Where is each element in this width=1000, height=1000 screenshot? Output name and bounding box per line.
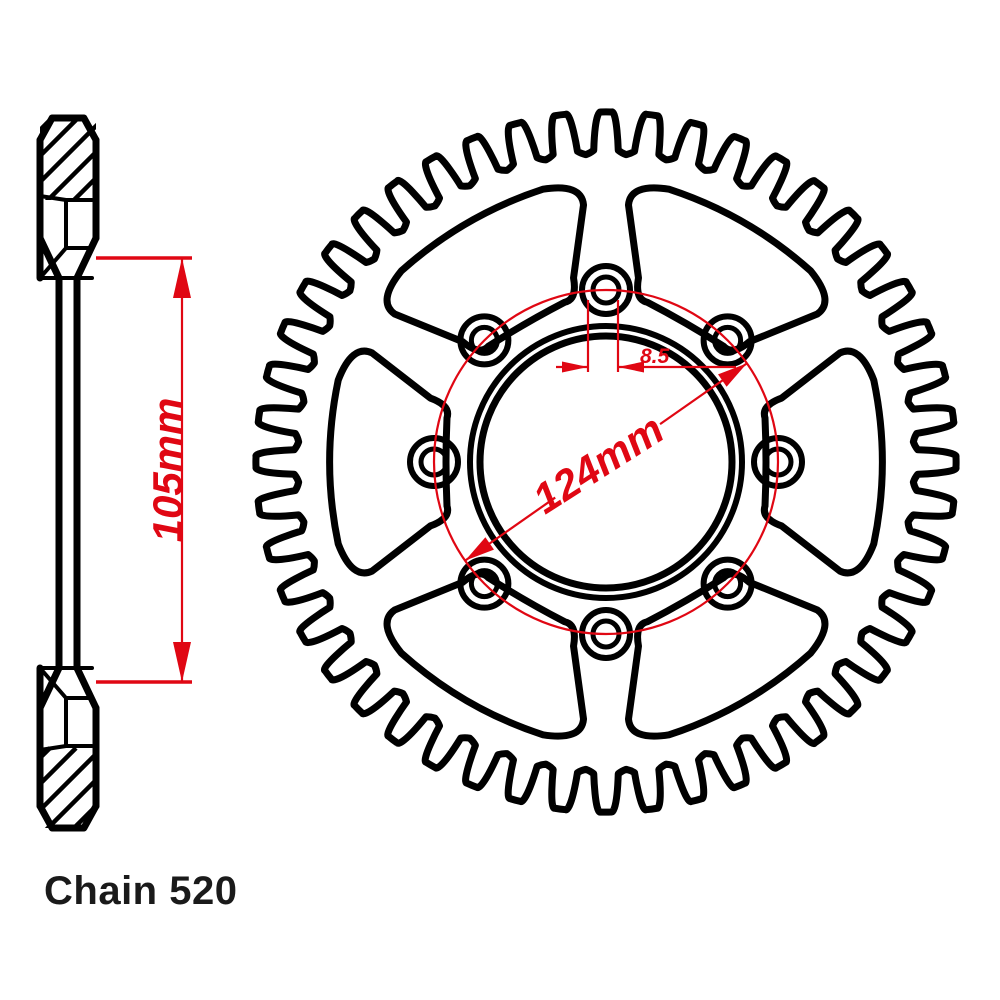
hatch-stroke (274, 748, 414, 888)
hatch-stroke (92, 748, 232, 888)
section-taper-line-a (38, 246, 68, 280)
bolt-hole-outer (457, 313, 512, 368)
section-hatching (0, 746, 518, 888)
bolt-hole-outer (579, 263, 633, 317)
lightening-holes (326, 184, 886, 740)
hatch-stroke (70, 802, 96, 828)
hatch-stroke (378, 748, 518, 888)
section-taper-line-c (38, 744, 68, 752)
hatch-stroke (196, 748, 336, 888)
hatch-stroke (118, 748, 258, 888)
hatch-stroke (0, 120, 24, 260)
section-taper-line-a (38, 666, 68, 700)
hatch-stroke (326, 748, 466, 888)
text-labels: 105mm 124mm 8.5 Chain 520 (44, 345, 672, 913)
section-top-rim (0, 118, 414, 282)
hole-arrow-right (618, 361, 644, 373)
hatch-stroke (196, 120, 336, 260)
bolt-hole-outer (457, 556, 512, 611)
section-notch (64, 198, 94, 250)
bolt-hole-outer (700, 556, 755, 611)
bolt-hole-outer (751, 435, 805, 489)
lightening-hole (624, 184, 829, 354)
bolt-circle-arrow-a (465, 537, 494, 561)
hatch-stroke (92, 120, 232, 260)
hatch-stroke (222, 748, 362, 888)
dimension-annotations (96, 256, 780, 684)
hatch-stroke (248, 748, 388, 888)
bolt-hole-outer (579, 607, 633, 661)
hatch-stroke (118, 120, 258, 260)
lightening-hole (326, 347, 452, 577)
bolt-circle-dimension-label: 124mm (525, 405, 672, 523)
bolt-hole-outer (700, 313, 755, 368)
section-hatching (0, 118, 414, 260)
hole-arrow-left (562, 361, 588, 373)
lightening-hole (624, 570, 829, 740)
hatch-stroke (222, 120, 362, 260)
section-notch (64, 696, 94, 748)
thickness-arrow-top (173, 258, 191, 298)
section-bottom-rim (0, 664, 518, 888)
hatch-stroke (300, 748, 440, 888)
hatch-stroke (40, 750, 96, 814)
hatch-stroke (44, 776, 96, 828)
hole-diameter-dimension-label: 8.5 (640, 345, 670, 368)
bolt-hole-inner (712, 324, 744, 356)
bolt-hole-inner (712, 568, 744, 600)
hatch-stroke (0, 748, 24, 888)
hatch-stroke (170, 120, 310, 260)
cross-section-view (0, 114, 518, 888)
centre-bore-outer-ring (467, 323, 745, 601)
thickness-dimension-label: 105mm (144, 398, 191, 543)
hatch-stroke (40, 118, 78, 160)
bolt-circle-reference (432, 288, 780, 636)
hatch-stroke (44, 148, 96, 200)
section-web-edges (55, 274, 81, 672)
hatch-stroke (144, 120, 284, 260)
bolt-hole-outer (407, 435, 461, 489)
bolt-hole-inner (468, 324, 500, 356)
centre-bore (476, 332, 736, 592)
bolt-circle-arrow-b (718, 363, 747, 387)
hatch-stroke (40, 746, 78, 788)
hatch-stroke (274, 120, 414, 260)
lightening-hole (760, 347, 886, 577)
hatch-stroke (70, 174, 96, 200)
chain-size-label: Chain 520 (44, 869, 237, 913)
hatch-stroke (144, 748, 284, 888)
sprocket-teeth-outline (252, 108, 960, 816)
hatch-stroke (40, 122, 96, 186)
thickness-arrow-bottom (173, 642, 191, 682)
lightening-hole (383, 570, 588, 740)
lightening-hole (383, 184, 588, 354)
hatch-stroke (170, 748, 310, 888)
bolt-hole-inner (468, 568, 500, 600)
